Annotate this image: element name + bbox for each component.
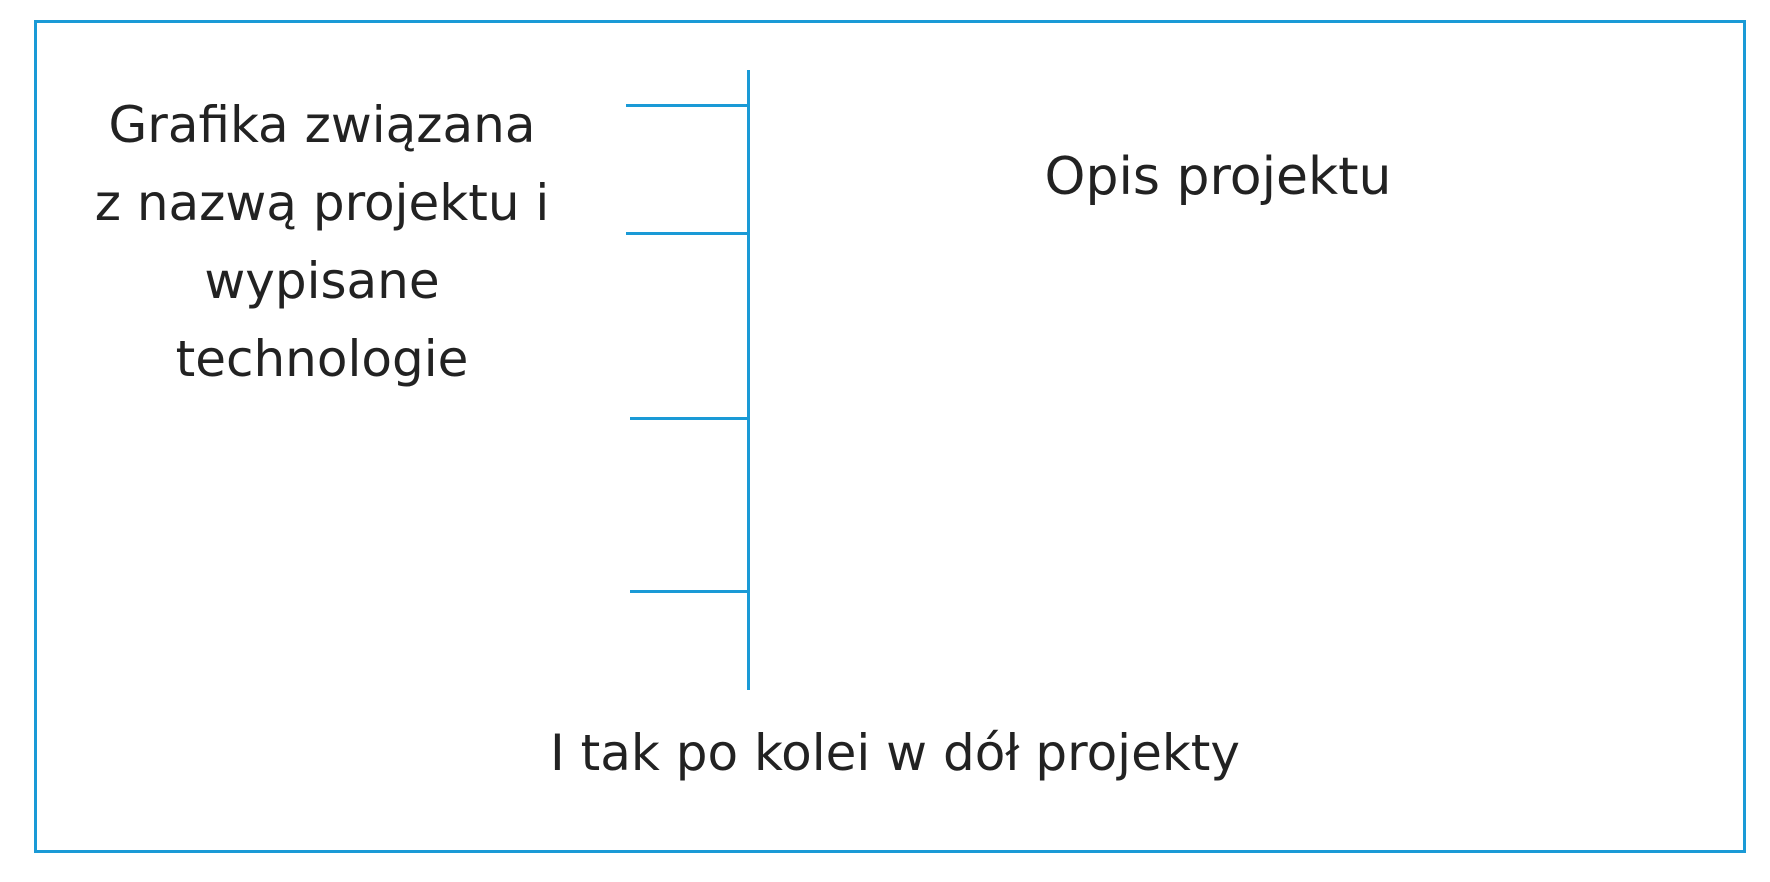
connector-tick	[630, 590, 749, 593]
divider-line	[747, 70, 750, 690]
description-label: Opis projektu	[1044, 147, 1392, 207]
connector-tick	[626, 104, 749, 107]
graphic-label: Grafika związana z nazwą projektu i wypi…	[94, 96, 550, 388]
connector-tick	[630, 417, 749, 420]
footer-label: I tak po kolei w dół projekty	[550, 724, 1240, 782]
layout-frame	[34, 20, 1746, 853]
connector-tick	[626, 232, 749, 235]
